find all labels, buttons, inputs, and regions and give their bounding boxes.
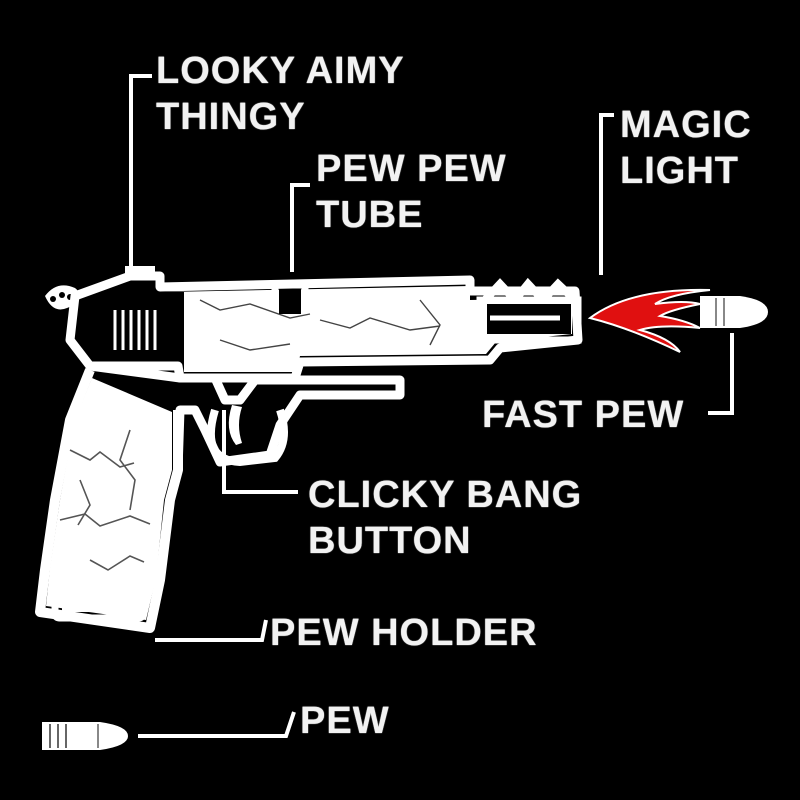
label-sight-line1: LOOKY AIMY xyxy=(156,50,405,92)
leader-cartridge xyxy=(138,711,296,738)
label-muzzle-flash-line1: MAGIC xyxy=(620,104,752,146)
label-magazine: PEW HOLDER xyxy=(270,610,538,656)
slide-serrations xyxy=(113,310,157,350)
leader-magazine xyxy=(155,619,268,642)
label-muzzle-flash-line2: LIGHT xyxy=(620,150,739,192)
magazine-base xyxy=(51,578,147,622)
label-cartridge-line1: PEW xyxy=(300,700,390,742)
trigger xyxy=(228,405,242,445)
label-barrel-line1: PEW PEW xyxy=(316,148,507,190)
label-sight: LOOKY AIMY THINGY xyxy=(156,48,405,140)
label-fired-bullet: FAST PEW xyxy=(482,392,684,438)
leader-magic-light xyxy=(599,113,614,275)
grip-cracks xyxy=(59,429,151,571)
label-cartridge: PEW xyxy=(300,698,390,744)
label-sight-line2: THINGY xyxy=(156,96,306,138)
label-magazine-line1: PEW HOLDER xyxy=(270,612,538,654)
label-barrel-line2: TUBE xyxy=(316,194,424,236)
pistol-icon xyxy=(35,266,583,633)
leader-fast-pew xyxy=(708,333,734,415)
leader-trigger xyxy=(222,410,298,494)
slide xyxy=(65,271,583,383)
label-trigger-line2: BUTTON xyxy=(308,520,472,562)
leader-sight xyxy=(129,74,152,268)
bullet-icon xyxy=(700,296,768,328)
label-trigger-line1: CLICKY BANG xyxy=(308,474,583,516)
muzzle-flame-icon xyxy=(587,288,711,353)
label-muzzle-flash: MAGIC LIGHT xyxy=(620,102,752,194)
label-trigger: CLICKY BANG BUTTON xyxy=(308,472,582,564)
callout-leaders xyxy=(129,74,734,738)
leader-barrel xyxy=(290,183,310,272)
compensator xyxy=(482,277,578,307)
frame xyxy=(89,361,405,471)
trigger-guard xyxy=(207,408,288,467)
label-barrel: PEW PEW TUBE xyxy=(316,146,507,238)
label-fired-bullet-line1: FAST PEW xyxy=(482,394,685,436)
cartridge-icon xyxy=(42,722,128,750)
